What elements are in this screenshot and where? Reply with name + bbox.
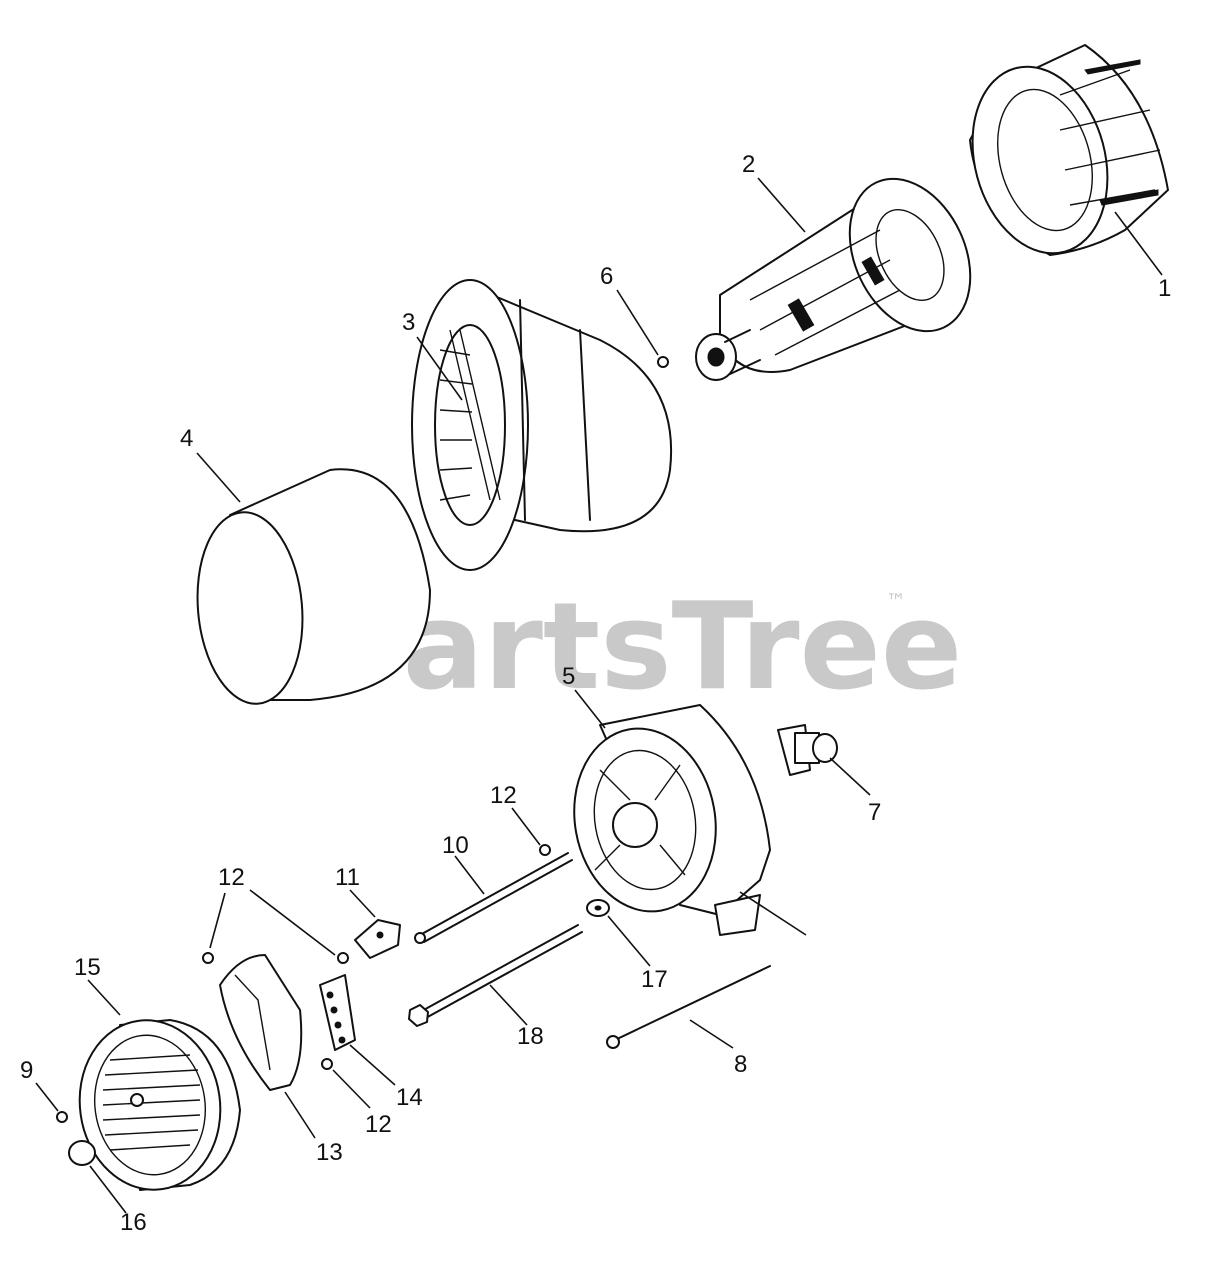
- callout-12b: 12: [218, 864, 245, 891]
- part-12-nuts[interactable]: [202, 844, 551, 1070]
- part-5-front-housing[interactable]: [560, 704, 771, 936]
- callout-9: 9: [20, 1057, 33, 1084]
- part-16-cap[interactable]: [68, 1140, 96, 1166]
- callout-labels: 1 2 3 4 5 6 7 8 9 10 11 12 12 12 13 14 1…: [20, 151, 1171, 1236]
- callout-13: 13: [316, 1139, 343, 1166]
- callout-15: 15: [74, 954, 101, 981]
- callout-1: 1: [1158, 275, 1171, 302]
- part-8-long-bolt[interactable]: [606, 891, 807, 1049]
- part-14-terminal-block[interactable]: [319, 974, 356, 1051]
- callout-10: 10: [442, 832, 469, 859]
- callout-16: 16: [120, 1209, 147, 1236]
- callout-14: 14: [396, 1084, 423, 1111]
- trademark-symbol: ™: [886, 589, 906, 613]
- part-9-nut[interactable]: [56, 1111, 68, 1123]
- callout-18: 18: [517, 1023, 544, 1050]
- part-15-end-grille[interactable]: [69, 1011, 241, 1199]
- callout-4: 4: [180, 425, 193, 452]
- part-4-cover-sleeve[interactable]: [190, 468, 431, 708]
- callout-11: 11: [335, 864, 360, 891]
- callout-5: 5: [562, 663, 575, 690]
- part-13-brush-cover[interactable]: [219, 954, 303, 1091]
- part-18-hex-bolt[interactable]: [408, 924, 583, 1027]
- callout-12a: 12: [490, 782, 517, 809]
- part-6-nut[interactable]: [657, 356, 669, 368]
- part-3-stator[interactable]: [411, 279, 673, 571]
- callout-8: 8: [734, 1051, 747, 1078]
- part-7-plug[interactable]: [777, 724, 838, 776]
- callout-7: 7: [868, 799, 881, 826]
- callout-17: 17: [641, 966, 668, 993]
- part-10-through-bolt[interactable]: [414, 852, 573, 944]
- part-1-rear-housing[interactable]: [953, 44, 1169, 269]
- callout-2: 2: [742, 151, 755, 178]
- part-17-washer[interactable]: [586, 899, 610, 917]
- callout-3: 3: [402, 309, 415, 336]
- leader-lines: [35, 177, 1163, 1214]
- callout-12c: 12: [365, 1111, 392, 1138]
- part-2-rotor[interactable]: [695, 159, 994, 381]
- callout-6: 6: [600, 263, 613, 290]
- part-11-bracket[interactable]: [354, 919, 401, 959]
